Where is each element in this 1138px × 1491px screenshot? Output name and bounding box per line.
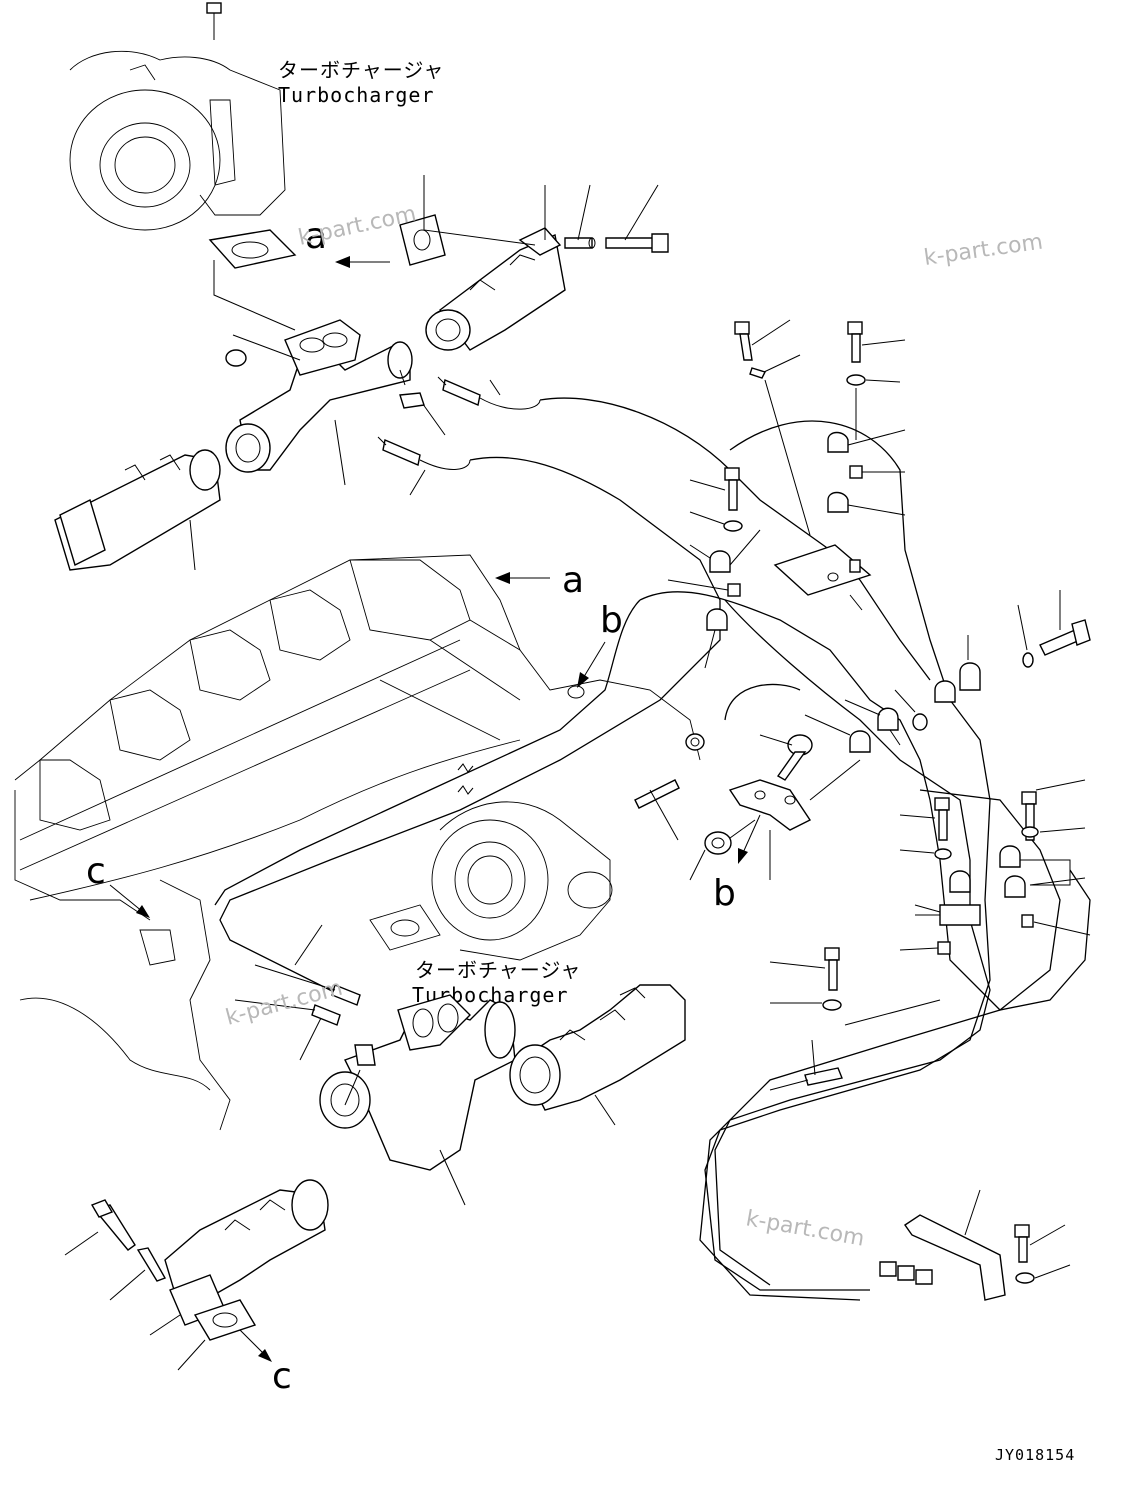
svg-text:a: a bbox=[305, 216, 327, 257]
sleeve-upper bbox=[564, 237, 596, 249]
turbocharger-top-en-label: Turbocharger bbox=[278, 83, 435, 107]
stud bbox=[634, 733, 705, 841]
callout-c-left: c bbox=[86, 851, 150, 918]
clamp-upper-right-2 bbox=[827, 491, 906, 516]
drawing-code: JY018154 bbox=[995, 1446, 1075, 1464]
bolt-lower-right bbox=[769, 947, 941, 1026]
small-clip bbox=[769, 1039, 843, 1091]
clamp-upper-right-1 bbox=[827, 429, 906, 479]
watermark-2: k-part.com bbox=[922, 230, 1044, 271]
mounting-bracket bbox=[728, 759, 861, 880]
exhaust-manifold-upper-front bbox=[54, 449, 221, 571]
exhaust-manifold-lower-rear bbox=[509, 984, 686, 1126]
svg-text:c: c bbox=[272, 1356, 292, 1397]
spring-washer-1 bbox=[749, 354, 801, 379]
watermark-1: k-part.com bbox=[296, 202, 418, 251]
bolt-mid-right bbox=[899, 797, 952, 860]
turbocharger-middle-jp-label: ターボチャージャ bbox=[415, 958, 581, 982]
watermark-4: k-part.com bbox=[744, 1206, 866, 1251]
svg-text:b: b bbox=[713, 873, 736, 914]
clamp-left-2 bbox=[704, 608, 728, 669]
turbocharger-top-jp-label: ターボチャージャ bbox=[278, 58, 444, 82]
bolt-upper-manifold bbox=[605, 233, 669, 253]
watermark-3: k-part.com bbox=[223, 976, 345, 1031]
bolt-bottom-right bbox=[1014, 1224, 1071, 1284]
clamp-far-right-2 bbox=[999, 845, 1091, 936]
temperature-sensor-upper-3 bbox=[377, 436, 471, 470]
temperature-sensor-upper-1 bbox=[399, 369, 425, 409]
gasket-lower-front bbox=[177, 1299, 257, 1371]
bolt-far-right-2 bbox=[1021, 779, 1086, 841]
clamp-mid-right bbox=[899, 870, 981, 955]
temperature-sensor-lower-2 bbox=[234, 999, 341, 1026]
wiring-harness bbox=[214, 397, 1091, 1301]
callout-a-right: a bbox=[495, 560, 584, 601]
bolt-clamp-2 bbox=[846, 321, 906, 386]
exhaust-manifold-lower-front bbox=[164, 1179, 329, 1326]
callout-b-left: b bbox=[567, 600, 623, 699]
bolt-lower-front bbox=[64, 1199, 136, 1256]
plug-lower bbox=[344, 1044, 376, 1106]
engine-block-outline bbox=[14, 554, 701, 1131]
sleeve-lower-front bbox=[109, 1247, 167, 1301]
gasket-top-turbo bbox=[208, 229, 297, 269]
clamp-far-right-1 bbox=[934, 635, 981, 703]
bolt-far-right-1 bbox=[1017, 590, 1091, 668]
exhaust-manifold-lower-center bbox=[319, 994, 516, 1206]
callout-a-top: a bbox=[305, 216, 390, 268]
nut-center-top bbox=[225, 349, 247, 367]
harness-bracket-plate bbox=[764, 379, 872, 611]
turbocharger-top bbox=[69, 2, 286, 231]
turbocharger-middle bbox=[369, 801, 613, 961]
bolt-clamp-3 bbox=[689, 467, 743, 532]
flange-nut bbox=[689, 819, 756, 881]
clamp-center-right bbox=[804, 689, 928, 753]
callout-c-bottom: c bbox=[231, 1321, 292, 1397]
bolt-bracket-lower bbox=[759, 734, 813, 781]
clamp-left-1 bbox=[667, 529, 761, 597]
exhaust-manifold-center-top bbox=[225, 319, 413, 473]
callout-b-right: b bbox=[713, 814, 761, 914]
svg-text:b: b bbox=[600, 600, 623, 641]
exhaust-manifold-upper-rear bbox=[425, 227, 566, 351]
harness-end-bracket bbox=[879, 1189, 1006, 1301]
gasket-upper bbox=[399, 214, 446, 266]
svg-text:c: c bbox=[86, 851, 106, 892]
svg-text:a: a bbox=[562, 560, 584, 601]
temperature-sensor-upper-2 bbox=[437, 376, 541, 410]
bolt-clamp-1 bbox=[734, 319, 791, 361]
